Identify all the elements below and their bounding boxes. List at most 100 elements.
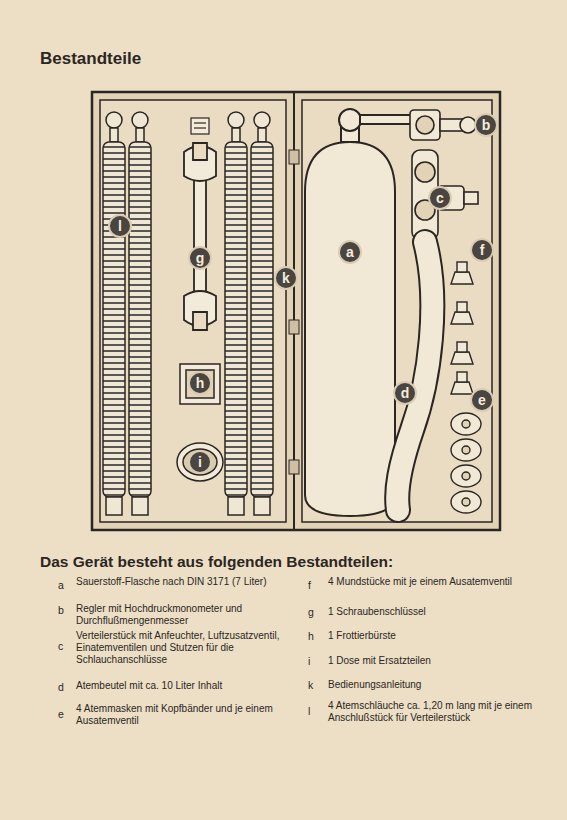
wrench bbox=[184, 143, 216, 330]
item-letter: i bbox=[308, 655, 310, 668]
spare-parts-tin-part bbox=[183, 449, 217, 475]
breathing-mask-part bbox=[462, 420, 470, 428]
breathing-mask bbox=[451, 413, 481, 513]
brush-box-part bbox=[180, 364, 220, 404]
callout-circle: l bbox=[108, 214, 132, 238]
item-letter: f bbox=[308, 579, 311, 592]
small-tag-part bbox=[191, 118, 209, 134]
breathing-hose bbox=[103, 112, 273, 515]
callout-circle: d bbox=[393, 381, 417, 405]
breathing-mask-part bbox=[462, 446, 470, 454]
distributor bbox=[412, 150, 478, 240]
breathing-hose-part bbox=[106, 112, 122, 128]
breathing-mask-part bbox=[451, 439, 481, 461]
breathing-hose-part bbox=[251, 142, 273, 497]
breathing-hose-part bbox=[232, 128, 240, 142]
breathing-hose-part bbox=[129, 142, 151, 497]
callout-circle: a bbox=[338, 240, 362, 264]
breathing-hose-part bbox=[228, 112, 244, 128]
item-text: Atembeutel mit ca. 10 Liter Inhalt bbox=[76, 680, 281, 692]
mouthpiece-part bbox=[457, 342, 467, 352]
breathing-hose-part bbox=[225, 142, 247, 497]
item-text: 1 Schraubenschlüssel bbox=[328, 606, 540, 618]
callout-circle: f bbox=[470, 238, 494, 262]
item-letter: k bbox=[308, 679, 313, 692]
item-text: 4 Atemmasken mit Kopfbänder und je einem… bbox=[76, 703, 281, 727]
callout-circle: b bbox=[474, 113, 498, 137]
regulator-part bbox=[416, 116, 434, 134]
item-text: Bedienungsanleitung bbox=[328, 679, 540, 691]
wrench-part bbox=[193, 143, 207, 160]
item-letter: a bbox=[58, 579, 64, 592]
mouthpiece-part bbox=[457, 302, 467, 312]
callout-letter: l bbox=[118, 219, 122, 233]
item-text: Sauerstoff-Flasche nach DIN 3171 (7 Lite… bbox=[76, 576, 281, 588]
oxygen-bottle-part bbox=[360, 115, 412, 124]
breathing-bag bbox=[397, 242, 432, 510]
breathing-mask-part bbox=[451, 465, 481, 487]
mouthpiece-part bbox=[451, 272, 473, 284]
mouthpiece bbox=[451, 262, 473, 394]
callout-letter: c bbox=[436, 191, 444, 205]
wrench-part bbox=[194, 175, 206, 293]
callout-letter: b bbox=[482, 118, 491, 132]
regulator-part bbox=[410, 110, 440, 140]
case-housing-part bbox=[92, 92, 500, 530]
spare-parts-tin-part bbox=[177, 443, 223, 481]
breathing-hose-part bbox=[110, 128, 118, 142]
breathing-hose-part bbox=[103, 142, 125, 497]
callout-circle: k bbox=[274, 266, 298, 290]
breathing-bag-part bbox=[397, 242, 432, 510]
item-letter: h bbox=[308, 630, 314, 643]
case-housing-part bbox=[289, 150, 299, 164]
mouthpiece-part bbox=[457, 372, 467, 382]
item-text: Verteilerstück mit Anfeuchter, Luftzusat… bbox=[76, 630, 281, 666]
callout-circle: e bbox=[470, 388, 494, 412]
regulator bbox=[410, 110, 476, 140]
callout-letter: d bbox=[401, 386, 410, 400]
callout-circle: h bbox=[188, 371, 212, 395]
item-letter: d bbox=[58, 681, 64, 694]
callout-letter: i bbox=[198, 455, 202, 469]
item-text: Regler mit Hochdruckmonometer und Durchf… bbox=[76, 603, 281, 627]
callout-letter: f bbox=[480, 243, 485, 257]
callout-letter: e bbox=[478, 393, 486, 407]
case-housing-part bbox=[100, 100, 286, 522]
small-tag-part bbox=[194, 127, 206, 128]
mouthpiece-part bbox=[451, 382, 473, 394]
brush-box bbox=[180, 364, 220, 404]
breathing-mask-part bbox=[451, 413, 481, 435]
item-text: 4 Mundstücke mit je einem Ausatemventil bbox=[328, 576, 540, 588]
mouthpiece-part bbox=[451, 312, 473, 324]
breathing-mask-part bbox=[451, 491, 481, 513]
breathing-hose-part bbox=[258, 128, 266, 142]
item-letter: c bbox=[58, 640, 63, 653]
item-text: 4 Atemschläuche ca. 1,20 m lang mit je e… bbox=[328, 700, 540, 724]
breathing-hose-part bbox=[132, 497, 148, 515]
list-heading: Das Gerät besteht aus folgenden Bestandt… bbox=[40, 553, 393, 572]
callout-circle: i bbox=[188, 450, 212, 474]
item-text: 1 Dose mit Ersatzteilen bbox=[328, 655, 540, 667]
case-housing-part bbox=[289, 460, 299, 474]
item-letter: g bbox=[308, 606, 314, 619]
case-housing-part bbox=[289, 320, 299, 334]
item-text: 1 Frottierbürste bbox=[328, 630, 540, 642]
breathing-hose-part bbox=[254, 112, 270, 128]
breathing-hose-part bbox=[254, 497, 270, 515]
callout-letter: k bbox=[282, 271, 290, 285]
item-letter: l bbox=[308, 705, 310, 718]
breathing-hose-part bbox=[228, 497, 244, 515]
distributor-part bbox=[464, 192, 478, 204]
brush-box-part bbox=[186, 370, 214, 398]
small-tag bbox=[191, 118, 209, 134]
breathing-hose-part bbox=[106, 497, 122, 515]
breathing-mask-part bbox=[462, 498, 470, 506]
wrench-part bbox=[193, 312, 207, 330]
breathing-hose-part bbox=[136, 128, 144, 142]
mouthpiece-part bbox=[457, 262, 467, 272]
callout-circle: c bbox=[428, 186, 452, 210]
callout-circle: g bbox=[188, 246, 212, 270]
breathing-hose-part bbox=[132, 112, 148, 128]
spare-parts-tin bbox=[177, 443, 223, 481]
